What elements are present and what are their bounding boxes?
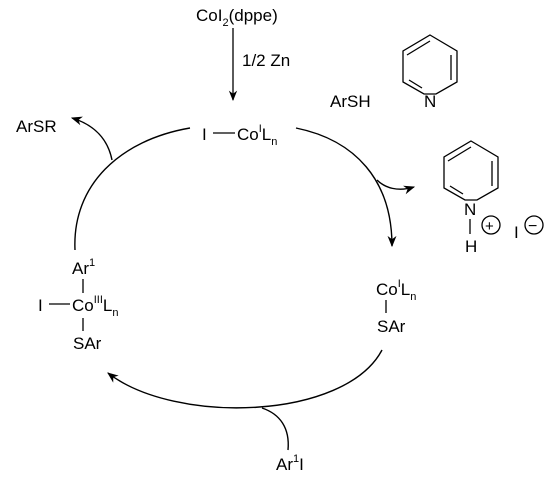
plus-sign: + [485, 218, 494, 235]
cobalt-thiolate-complex: CoILn SAr [376, 278, 416, 336]
cycle-arc-upper-left [74, 127, 191, 251]
reductant-label: 1/2 Zn [242, 51, 290, 70]
top-cobalt-label: CoILn [237, 123, 277, 148]
pyridinium-hydrogen: H [465, 237, 477, 256]
right-cobalt-label: CoILn [376, 278, 416, 303]
positive-charge-icon [481, 215, 501, 235]
pyridinium-iodide-structure: N H + I − [443, 140, 544, 256]
cycle-arc-bottom [107, 349, 383, 409]
cycle-arc-upper-right [295, 127, 397, 248]
pyridine-nitrogen: N [424, 92, 436, 111]
cobalt-III-aryl-thiolate-complex: Ar1 I CoIIILn SAr [38, 257, 119, 353]
pyridinium-nitrogen: N [464, 200, 476, 219]
pyridinium-release-arrow [376, 179, 416, 195]
iodide-counterion: I [514, 223, 519, 242]
left-iodide-label: I [38, 296, 43, 315]
product-label: ArSR [16, 117, 57, 136]
pyridine-structure: N [402, 34, 458, 111]
top-iodide-label: I [202, 125, 207, 144]
thiol-label: ArSH [330, 92, 371, 111]
precatalyst-label: CoI2(dppe) [196, 6, 278, 29]
left-aryl-label: Ar1 [72, 257, 95, 278]
left-thiolate-label: SAr [73, 334, 102, 353]
minus-sign: − [528, 218, 537, 235]
aryl-iodide-label: Ar1I [276, 453, 304, 474]
product-release-arrow [70, 116, 113, 161]
left-cobalt-label: CoIIILn [72, 294, 119, 319]
iodo-cobalt-I-complex: I CoILn [202, 123, 277, 148]
aryl-iodide-entry [261, 407, 289, 451]
right-thiolate-label: SAr [377, 317, 406, 336]
negative-charge-icon [524, 215, 544, 235]
